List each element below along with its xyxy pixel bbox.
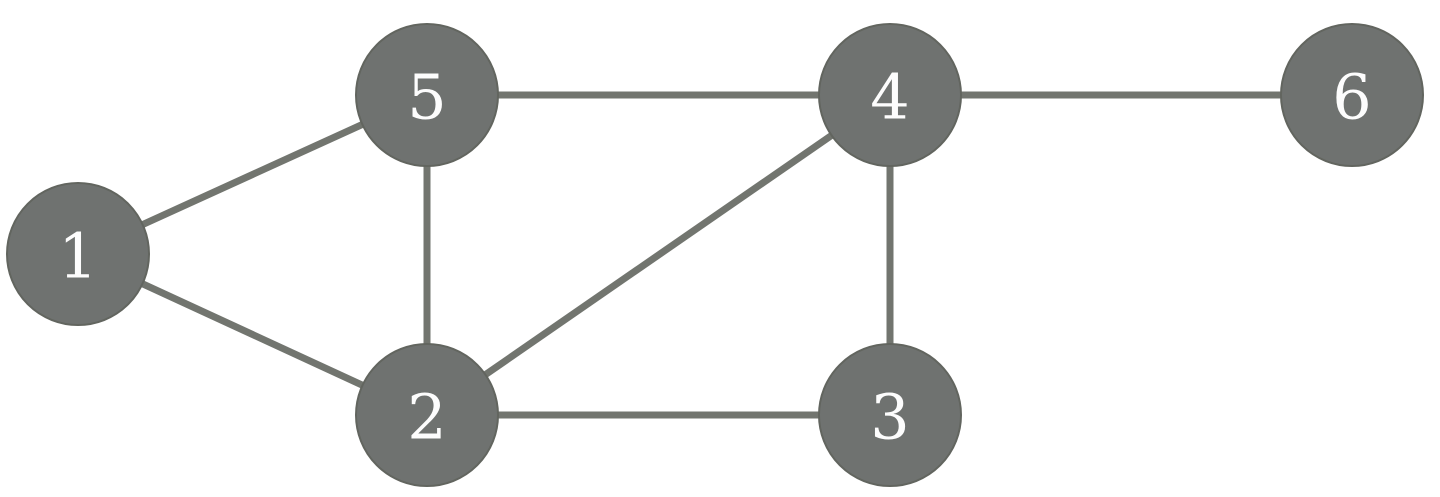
graph-node-circle-2[interactable] (355, 343, 499, 487)
graph-node-label-2: 2 (407, 381, 446, 454)
graph-node-label-5: 5 (407, 61, 446, 134)
graph-node-4[interactable]: 4 (818, 23, 962, 167)
graph-node-1[interactable]: 1 (6, 182, 150, 326)
graph-node-circle-5[interactable] (355, 23, 499, 167)
graph-node-2[interactable]: 2 (355, 343, 499, 487)
graph-node-6[interactable]: 6 (1280, 23, 1424, 167)
graph-node-label-3: 3 (870, 381, 909, 454)
graph-node-circle-6[interactable] (1280, 23, 1424, 167)
graph-edge-2-4 (425, 92, 892, 418)
graph-node-circle-4[interactable] (818, 23, 962, 167)
edge-layer (76, 91, 1352, 419)
graph-node-label-4: 4 (870, 61, 909, 134)
node-layer: 1 2 3 4 5 6 (6, 23, 1424, 487)
graph-node-label-6: 6 (1332, 61, 1371, 134)
graph-node-circle-1[interactable] (6, 182, 150, 326)
graph-node-label-1: 1 (58, 220, 97, 293)
graph-node-circle-3[interactable] (818, 343, 962, 487)
graph-node-3[interactable]: 3 (818, 343, 962, 487)
graph-node-5[interactable]: 5 (355, 23, 499, 167)
